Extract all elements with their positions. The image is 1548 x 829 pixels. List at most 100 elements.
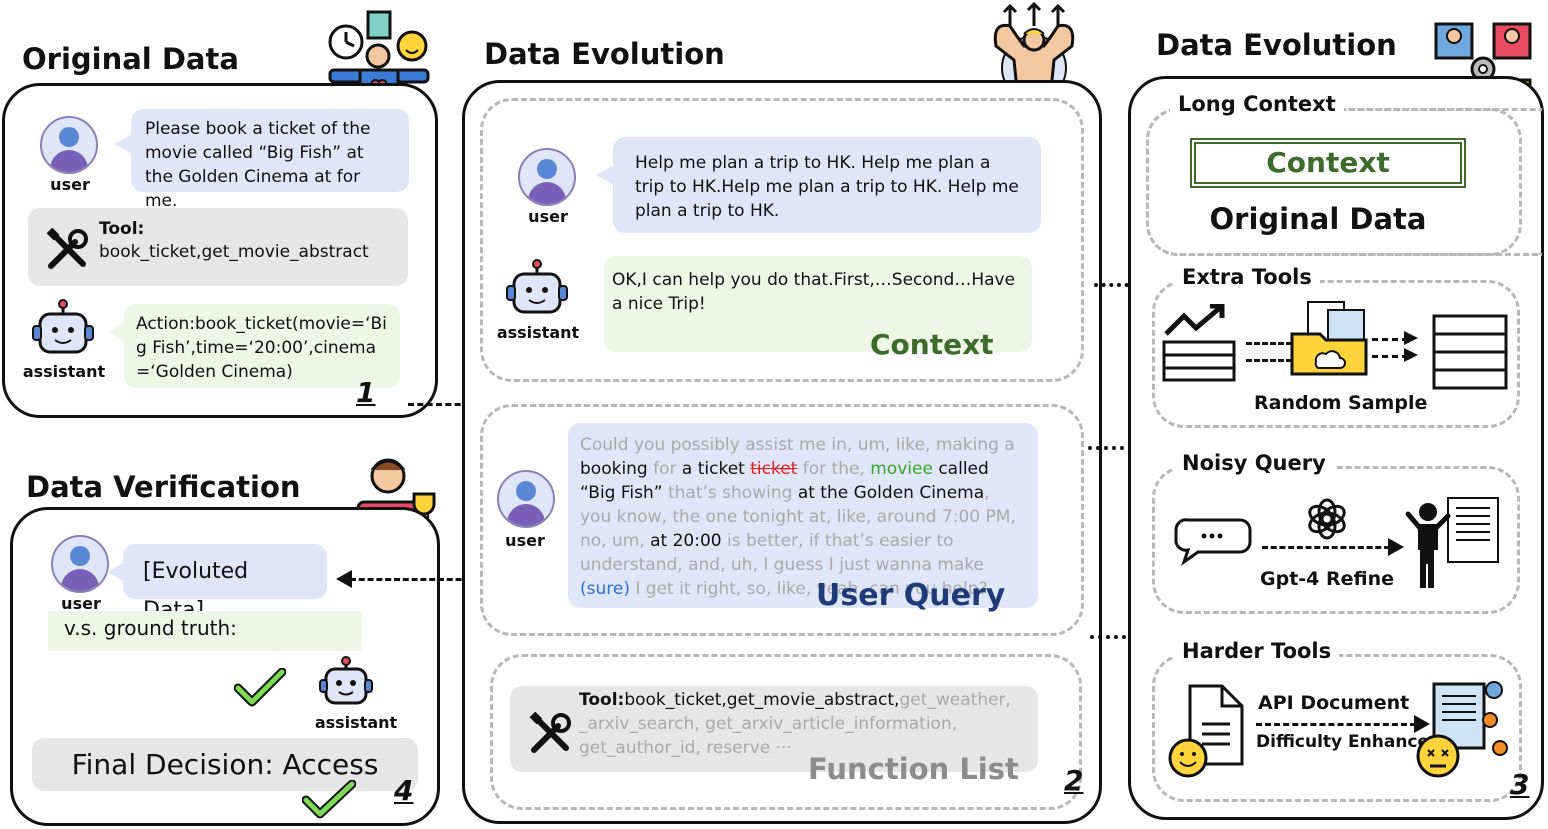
- query-segment: for the,: [797, 459, 871, 479]
- flow-arrow: [350, 578, 488, 581]
- evoluted-data-bubble: [Evoluted Data]: [123, 544, 327, 623]
- robot-icon: [32, 299, 94, 354]
- tools-icon: [529, 712, 571, 753]
- connector: [1088, 446, 1140, 450]
- final-decision: Final Decision: Access: [32, 738, 418, 791]
- check-icon: [302, 780, 356, 819]
- bubble-tail: [596, 165, 614, 185]
- bubble-tail: [114, 134, 132, 154]
- user-label: user: [50, 175, 90, 194]
- table-icon: [1432, 314, 1508, 390]
- assistant-label: assistant: [314, 713, 398, 732]
- long-context-title: Long Context: [1170, 92, 1344, 116]
- user-avatar-icon: [518, 148, 576, 206]
- arrow-head: [1414, 715, 1430, 733]
- query-segment: booking: [580, 459, 648, 479]
- user-query-block: [480, 404, 1084, 636]
- user-query-label: User Query: [816, 578, 1006, 613]
- user-avatar-icon: [51, 535, 109, 593]
- arrow-head: [1404, 348, 1418, 362]
- flow-arrow: [1372, 338, 1408, 341]
- original-data-label: Original Data: [1209, 202, 1427, 236]
- function-tool-box: [510, 686, 1038, 772]
- assistant-message: Action:book_ticket(movie=‘Big Fish’,time…: [124, 304, 400, 388]
- query-segment: at 20:00: [650, 531, 722, 551]
- connector: [1090, 635, 1142, 639]
- document-icon: [1168, 684, 1244, 778]
- step-number: 1: [356, 376, 376, 409]
- user-message: Help me plan a trip to HK. Help me plan …: [613, 137, 1041, 233]
- user-label: user: [505, 531, 545, 550]
- function-tool-title: Tool:: [579, 690, 625, 710]
- assistant-message: OK,I can help you do that.First,…Second……: [604, 256, 1032, 352]
- context-label: Context: [870, 328, 994, 361]
- flow-arrow: [1246, 342, 1292, 345]
- robot-icon: [506, 259, 568, 314]
- robot-icon: [319, 656, 373, 705]
- context-block: [480, 98, 1084, 382]
- folder-icon: [1290, 301, 1368, 376]
- original-data-title: Original Data: [22, 42, 239, 76]
- step-number: 4: [394, 774, 414, 807]
- query-text: Could you possibly assist me in, um, lik…: [580, 435, 1016, 599]
- tool-box: [28, 208, 408, 286]
- user-avatar-icon: [497, 470, 555, 528]
- data-verification-title: Data Verification: [26, 470, 301, 504]
- assistant-label: assistant: [22, 362, 106, 381]
- connector: [1094, 283, 1144, 287]
- function-list-label: Function List: [808, 752, 1019, 786]
- random-sample-label: Random Sample: [1254, 392, 1428, 414]
- function-tool-extra: get_weather, _arxiv_search, get_arxiv_ar…: [579, 690, 1011, 758]
- function-tool-base: book_ticket,get_movie_abstract,: [624, 690, 900, 710]
- user-message: Please book a ticket of the movie called…: [131, 109, 409, 211]
- noisy-query-message: Could you possibly assist me in, um, lik…: [568, 423, 1038, 608]
- openai-icon: [1308, 498, 1346, 540]
- flow-arrow: [1372, 355, 1408, 358]
- arrow-head: [336, 570, 352, 588]
- arrow-head: [1388, 538, 1404, 556]
- api-document-label: API Document: [1258, 692, 1410, 714]
- flow-arrow: [408, 403, 470, 406]
- function-list-block: [490, 654, 1082, 810]
- query-segment: called “Big Fish”: [580, 459, 989, 503]
- flow-arrow: [1262, 546, 1390, 549]
- query-segment: ticket: [750, 459, 798, 479]
- assistant-label: assistant: [496, 323, 580, 342]
- ground-truth-label: v.s. ground truth:: [48, 611, 362, 651]
- query-segment: , you know, the one tonight at, like, ar…: [580, 483, 1016, 551]
- user-label: user: [61, 594, 101, 613]
- step-number: 3: [1510, 768, 1530, 801]
- query-segment: I get it right, so, like, yeah, can you …: [629, 579, 988, 599]
- difficulty-enhance-label: Difficulty Enhance: [1256, 732, 1430, 752]
- user-label: user: [528, 207, 568, 226]
- bubble-tail: [108, 322, 126, 342]
- query-segment: Could you possibly assist me in, um, lik…: [580, 435, 1015, 455]
- smiley-icon: [1168, 738, 1208, 778]
- query-segment: (sure): [580, 579, 630, 599]
- flow-arrow: [1256, 723, 1416, 726]
- presenter-icon: [1405, 497, 1499, 588]
- query-segment: a ticket: [681, 459, 751, 479]
- check-icon: [234, 668, 286, 707]
- noisy-query-title: Noisy Query: [1174, 451, 1334, 475]
- bubble-tail: [107, 562, 125, 582]
- query-segment: moviee: [870, 459, 933, 479]
- tool-list: book_ticket,get_movie_abstract: [99, 242, 369, 262]
- query-segment: for: [647, 459, 682, 479]
- context-box-label: Context: [1194, 142, 1462, 184]
- extra-tools-block: [1152, 280, 1520, 428]
- data-evolution-title-right: Data Evolution: [1156, 28, 1397, 62]
- context-box: Context: [1190, 138, 1466, 188]
- flow-arrow: [1246, 359, 1292, 362]
- harder-tools-title: Harder Tools: [1174, 639, 1340, 663]
- user-avatar-icon: [40, 116, 98, 174]
- tools-icon: [46, 228, 88, 269]
- data-evolution-title: Data Evolution: [484, 37, 725, 71]
- chat-icon: [1174, 518, 1252, 566]
- noisy-query-block: [1152, 466, 1520, 614]
- function-tool-list: Tool:book_ticket,get_movie_abstract,get_…: [579, 688, 1029, 760]
- chart-icon: [1162, 304, 1236, 382]
- query-segment: that’s showing: [667, 483, 798, 503]
- dizzy-face-icon: [1416, 681, 1508, 778]
- arrow-head: [1404, 331, 1418, 345]
